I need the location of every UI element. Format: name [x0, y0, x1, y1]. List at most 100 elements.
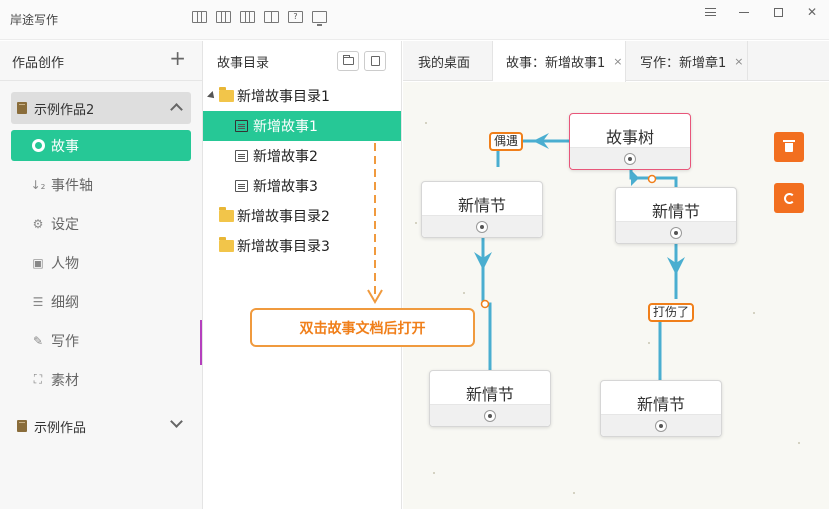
tree-item-doc[interactable]: 新增故事3: [203, 171, 401, 201]
caret-expanded-icon[interactable]: [207, 91, 217, 101]
story-tree-root-node[interactable]: 故事树: [569, 113, 691, 170]
paper-texture: [753, 312, 755, 314]
tab-desktop[interactable]: 我的桌面: [403, 41, 493, 81]
nav-label: 写作: [51, 333, 79, 350]
folder-icon: [219, 87, 234, 102]
new-folder-button[interactable]: [337, 51, 359, 71]
lifebuoy-icon: [31, 139, 45, 153]
chevron-up-icon[interactable]: [170, 103, 183, 116]
node-footer: [601, 414, 721, 436]
tree-item-doc[interactable]: 新增故事2: [203, 141, 401, 171]
document-icon: [235, 180, 248, 192]
nav-label: 事件轴: [51, 177, 93, 194]
edge-arrow-icon: [667, 257, 685, 275]
connect-point-icon[interactable]: [670, 227, 682, 239]
folder-icon: [219, 207, 234, 222]
tree-item-label: 新增故事1: [253, 119, 318, 135]
tree-title: 故事目录: [217, 56, 270, 71]
nav-item-settings[interactable]: ⚙ 设定: [11, 208, 191, 239]
book-icon: [17, 420, 27, 432]
document-icon: [235, 120, 248, 132]
minimize-icon[interactable]: [727, 0, 761, 24]
sort-numeric-icon: ↓₂: [30, 177, 46, 192]
toolbar-icons: ?: [192, 11, 327, 26]
tree-item-label: 新增故事3: [253, 179, 318, 195]
sidebar-header: 作品创作 +: [0, 41, 202, 81]
close-icon[interactable]: ✕: [806, 5, 818, 19]
layout-3col-icon[interactable]: [240, 11, 255, 23]
edge-label[interactable]: 偶遇: [489, 132, 524, 151]
tree-item-folder[interactable]: 新增故事目录3: [203, 231, 401, 261]
help-icon[interactable]: ?: [288, 11, 303, 23]
connect-point-icon[interactable]: [655, 420, 667, 432]
tree-item-label: 新增故事目录1: [237, 89, 330, 105]
refresh-icon: [783, 192, 795, 204]
resize-handle[interactable]: [200, 320, 202, 365]
paper-texture: [415, 222, 417, 224]
tree-item-folder[interactable]: 新增故事目录1: [203, 81, 401, 111]
trash-icon: [783, 139, 795, 152]
connect-point-icon[interactable]: [476, 221, 488, 233]
tree-item-folder[interactable]: 新增故事目录2: [203, 201, 401, 231]
tab-writing[interactable]: 写作：新增章1 ×: [626, 41, 748, 81]
add-project-button[interactable]: +: [169, 46, 186, 70]
layout-2col-icon[interactable]: [264, 11, 279, 23]
story-edges: [474, 133, 685, 381]
node-footer: [430, 404, 550, 426]
nav-item-characters[interactable]: ▣ 人物: [11, 247, 191, 278]
annotation-callout: 双击故事文档后打开: [250, 308, 475, 347]
paper-texture: [798, 442, 800, 444]
paper-texture: [425, 122, 427, 124]
paper-texture: [463, 292, 465, 294]
monitor-icon[interactable]: [312, 11, 327, 26]
nav-label: 设定: [51, 216, 79, 233]
project-label: 示例作品2: [34, 102, 95, 118]
tab-bar: 我的桌面 故事：新增故事1 × 写作：新增章1 ×: [403, 41, 829, 82]
refresh-button[interactable]: [774, 183, 804, 213]
project-item[interactable]: 示例作品2: [11, 92, 191, 124]
node-label: 新情节: [457, 196, 506, 215]
nav-item-writing[interactable]: ✎ 写作: [11, 325, 191, 356]
edge-port-dot: [480, 299, 490, 309]
layout-3col-icon[interactable]: [192, 11, 207, 23]
window-controls: ✕: [693, 0, 829, 24]
paper-texture: [573, 492, 575, 494]
nav-label: 素材: [51, 372, 79, 389]
id-card-icon: ▣: [32, 255, 44, 270]
pencil-icon: ✎: [32, 333, 44, 348]
edge-label[interactable]: 打伤了: [648, 303, 695, 322]
title-bar: 岸途写作 ? ✕: [0, 0, 829, 40]
close-icon[interactable]: ×: [613, 55, 623, 68]
plot-node[interactable]: 新情节: [615, 187, 737, 244]
close-icon[interactable]: ×: [734, 54, 744, 68]
chevron-down-icon[interactable]: [170, 415, 183, 428]
folder-icon: [219, 237, 234, 252]
plot-node[interactable]: 新情节: [600, 380, 722, 437]
project-item[interactable]: 示例作品: [11, 410, 191, 442]
layout-3col-icon[interactable]: [216, 11, 231, 23]
tab-label: 写作：新增章1: [640, 55, 727, 71]
book-icon: [17, 102, 27, 114]
nav-item-story[interactable]: 故事: [11, 130, 191, 161]
node-label: 故事树: [605, 128, 654, 147]
tree-item-doc[interactable]: 新增故事1: [203, 111, 401, 141]
new-doc-button[interactable]: [364, 51, 386, 71]
project-label: 示例作品: [34, 420, 87, 436]
tree-item-label: 新增故事目录3: [237, 239, 330, 255]
connect-point-icon[interactable]: [484, 410, 496, 422]
plot-node[interactable]: 新情节: [429, 370, 551, 427]
menu-icon[interactable]: [693, 0, 727, 24]
nav-item-timeline[interactable]: ↓₂ 事件轴: [11, 169, 191, 200]
edge-arrow-icon: [631, 170, 639, 186]
document-icon: [370, 56, 380, 66]
story-canvas[interactable]: 偶遇 打伤了 故事树 新情节 新情节 新情节 新情节: [403, 82, 829, 509]
nav-item-materials[interactable]: ⛶ 素材: [11, 364, 191, 395]
plot-node[interactable]: 新情节: [421, 181, 543, 238]
node-footer: [616, 221, 736, 243]
delete-button[interactable]: [774, 132, 804, 162]
nav-label: 细纲: [51, 294, 79, 311]
connect-point-icon[interactable]: [624, 153, 636, 165]
maximize-icon[interactable]: [761, 0, 795, 24]
nav-item-outline[interactable]: ☰ 细纲: [11, 286, 191, 317]
tab-story[interactable]: 故事：新增故事1 ×: [493, 41, 626, 82]
